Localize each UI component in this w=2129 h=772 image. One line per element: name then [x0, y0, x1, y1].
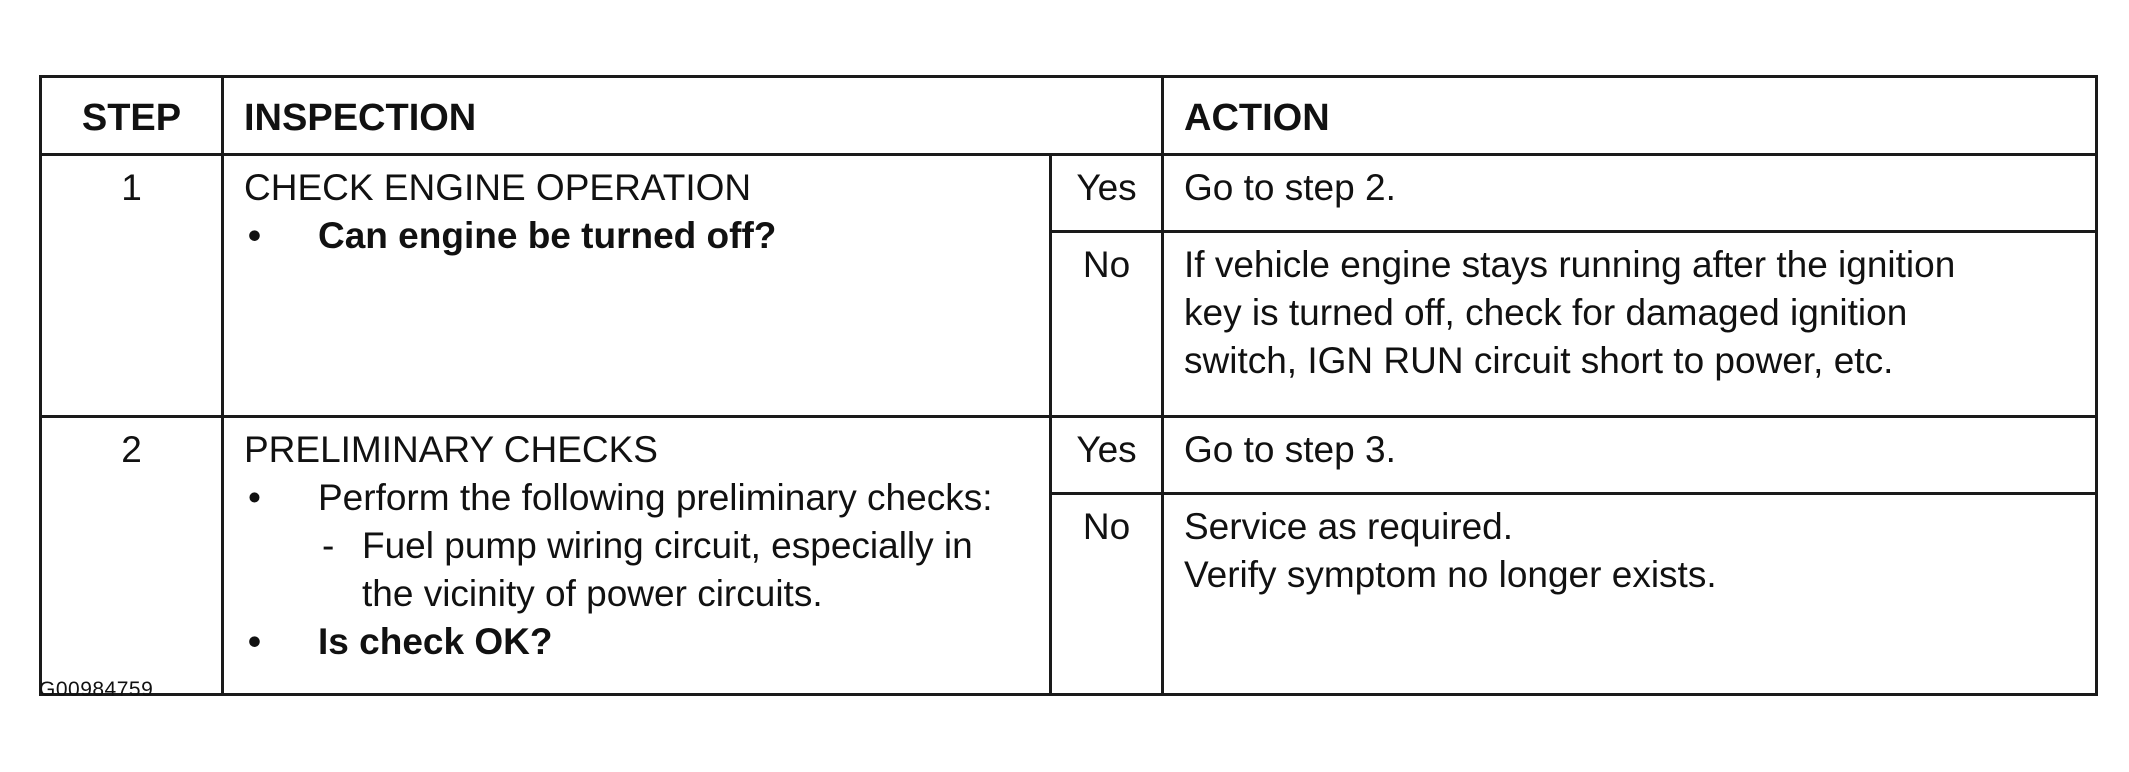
action-cell: Go to step 3.: [1161, 415, 2098, 495]
inspection-cell: PRELIMINARY CHECKS • Perform the followi…: [221, 415, 1052, 696]
inspection-question: • Is check OK?: [244, 618, 1029, 666]
inspection-question: • Can engine be turned off?: [244, 212, 1029, 260]
question-text: Can engine be turned off?: [318, 215, 777, 256]
action-line: Service as required.: [1184, 506, 1514, 547]
inspection-title: CHECK ENGINE OPERATION: [244, 167, 752, 208]
inspection-cell: CHECK ENGINE OPERATION • Can engine be t…: [221, 153, 1052, 418]
figure-id: G00984759: [39, 678, 154, 701]
action-line: key is turned off, check for damaged ign…: [1184, 292, 1908, 333]
answer-no: No: [1049, 492, 1164, 696]
inspection-sub-item-continued: the vicinity of power circuits.: [244, 570, 1029, 618]
step-number-cell: 1: [39, 153, 224, 418]
table-row: 2 PRELIMINARY CHECKS • Perform the follo…: [39, 415, 2098, 696]
table-row: No If vehicle engine stays running after…: [41, 230, 2098, 418]
action-cell: Go to step 2.: [1161, 153, 2098, 233]
action-line: If vehicle engine stays running after th…: [1184, 244, 1956, 285]
bullet-icon: •: [248, 215, 261, 256]
table-row: No Service as required. Verify symptom n…: [41, 492, 2098, 696]
bullet-icon: •: [248, 621, 261, 662]
inspection-bullet: • Perform the following preliminary chec…: [244, 474, 1029, 522]
header-row: STEP INSPECTION ACTION: [39, 75, 2098, 156]
diagnostic-table: STEP INSPECTION ACTION 1 CHECK ENGINE OP…: [39, 75, 2098, 696]
dash-icon: -: [322, 525, 335, 566]
inspection-sub-item: - Fuel pump wiring circuit, especially i…: [244, 522, 1029, 570]
table-row: 1 CHECK ENGINE OPERATION • Can engine be…: [39, 153, 2098, 418]
answer-yes: Yes: [1049, 153, 1164, 233]
action-cell: If vehicle engine stays running after th…: [1161, 230, 2098, 418]
action-line: Go to step 3.: [1184, 429, 1396, 470]
header-step: STEP: [39, 75, 224, 156]
action-line: Go to step 2.: [1184, 167, 1396, 208]
header-action: ACTION: [1161, 75, 2098, 156]
question-text: Is check OK?: [318, 621, 553, 662]
answer-no: No: [1049, 230, 1164, 418]
step-number-cell: 2: [39, 415, 224, 696]
header-inspection: INSPECTION: [221, 75, 1164, 156]
action-line: switch, IGN RUN circuit short to power, …: [1184, 340, 1894, 381]
bullet-icon: •: [248, 477, 261, 518]
bullet-text: Perform the following preliminary checks…: [318, 477, 993, 518]
action-line: Verify symptom no longer exists.: [1184, 554, 1717, 595]
inspection-title: PRELIMINARY CHECKS: [244, 429, 658, 470]
sub-item-text: Fuel pump wiring circuit, especially in: [362, 525, 973, 566]
answer-yes: Yes: [1049, 415, 1164, 495]
sub-item-text: the vicinity of power circuits.: [362, 573, 823, 614]
action-cell: Service as required. Verify symptom no l…: [1161, 492, 2098, 696]
